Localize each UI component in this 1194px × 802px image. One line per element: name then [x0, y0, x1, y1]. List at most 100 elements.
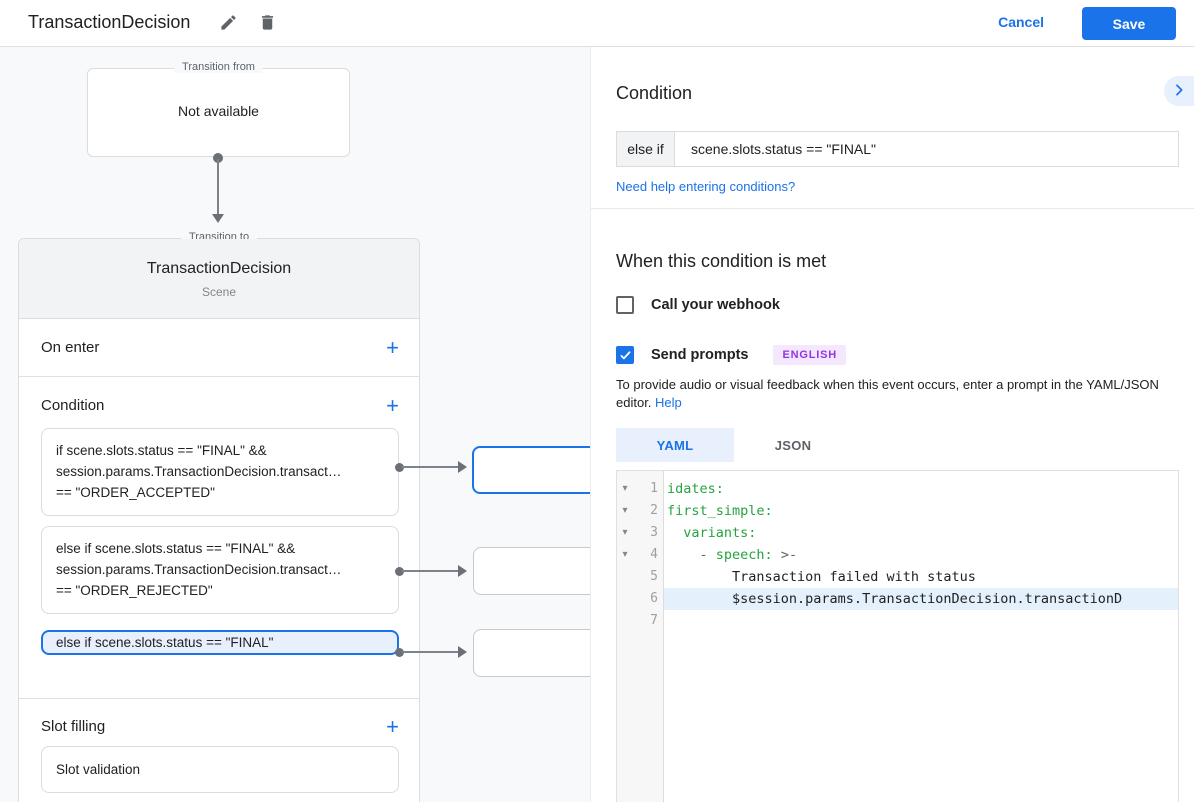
add-condition-button[interactable]: +	[386, 393, 399, 418]
call-webhook-label: Call your webhook	[651, 297, 780, 313]
code-line[interactable]: $session.params.TransactionDecision.tran…	[664, 588, 1178, 610]
checkmark-icon	[619, 349, 632, 362]
tab-yaml[interactable]: YAML	[616, 428, 734, 462]
add-slot-button[interactable]: +	[386, 714, 399, 739]
line-number: 5	[650, 569, 658, 584]
page-title: TransactionDecision	[28, 12, 191, 32]
fold-arrow-icon[interactable]: ▾	[622, 505, 628, 516]
condition-expression-input[interactable]	[675, 132, 1178, 166]
send-prompts-label: Send prompts	[651, 347, 749, 363]
transition-to-card: Transition to TransactionDecision Scene …	[18, 231, 420, 802]
condition-item-text: else if scene.slots.status == "FINAL"	[56, 635, 274, 650]
collapse-panel-button[interactable]	[1164, 76, 1194, 106]
flow-connector-dot	[213, 153, 223, 163]
condition-help-link[interactable]: Need help entering conditions?	[616, 179, 796, 194]
transition-target-box-selected[interactable]	[472, 446, 590, 494]
condition-connector	[395, 565, 467, 577]
condition-item-text: == "ORDER_ACCEPTED"	[56, 485, 215, 500]
condition-item-text: session.params.TransactionDecision.trans…	[56, 464, 342, 479]
code-segment: speech:	[715, 547, 773, 563]
condition-item[interactable]: if scene.slots.status == "FINAL" && sessi…	[41, 428, 399, 516]
prompt-description-text: To provide audio or visual feedback when…	[616, 377, 1159, 410]
line-number: 1	[650, 481, 658, 496]
fold-arrow-icon[interactable]: ▾	[622, 527, 628, 538]
condition-item-text: if scene.slots.status == "FINAL" &&	[56, 443, 267, 458]
condition-item[interactable]: else if scene.slots.status == "FINAL" &&…	[41, 526, 399, 614]
code-line[interactable]: - speech: >-	[664, 544, 1178, 566]
chevron-right-icon	[1171, 82, 1187, 101]
call-webhook-checkbox[interactable]	[616, 296, 634, 314]
save-button[interactable]: Save	[1082, 7, 1176, 40]
fold-arrow-icon[interactable]: ▾	[622, 549, 628, 560]
condition-connector	[395, 646, 467, 658]
section-divider	[19, 698, 419, 699]
language-badge: ENGLISH	[773, 345, 846, 365]
code-segment: variants:	[683, 525, 757, 541]
code-segment: >-	[772, 547, 798, 563]
flow-connector-line	[217, 159, 219, 215]
fold-spacer	[617, 566, 633, 588]
code-line[interactable]: variants:	[664, 522, 1178, 544]
delete-scene-button[interactable]	[254, 11, 280, 37]
editor-code-area[interactable]: idates: first_simple: variants: - speech:…	[664, 471, 1178, 802]
webhook-row: Call your webhook	[616, 296, 780, 314]
slot-filling-label: Slot filling	[41, 718, 106, 735]
cancel-button[interactable]: Cancel	[998, 14, 1044, 30]
yaml-code-editor[interactable]: ▾ 1 ▾ 2 ▾ 3 ▾ 4 5 6 7 idates: first_simple: variant…	[616, 470, 1179, 802]
line-number: 3	[650, 525, 658, 540]
help-link[interactable]: Help	[655, 394, 682, 410]
condition-detail-panel: Condition else if Need help entering con…	[590, 47, 1194, 802]
transition-target-box[interactable]	[473, 547, 590, 595]
line-number: 2	[650, 503, 658, 518]
editor-gutter: ▾ 1 ▾ 2 ▾ 3 ▾ 4 5 6 7	[617, 471, 664, 802]
condition-connector	[395, 461, 467, 473]
transition-from-value: Not available	[178, 103, 259, 119]
when-condition-title: When this condition is met	[616, 251, 827, 271]
flow-diagram: Transition from Not available Transition…	[0, 47, 590, 802]
code-segment: Transaction failed with status	[667, 569, 976, 585]
condition-prefix-label: else if	[617, 132, 675, 166]
code-segment: -	[699, 547, 716, 563]
condition-item-text: else if scene.slots.status == "FINAL" &&	[56, 541, 296, 556]
panel-title: Condition	[616, 83, 693, 103]
prompt-description: To provide audio or visual feedback when…	[616, 376, 1173, 411]
slot-validation-item[interactable]: Slot validation	[41, 746, 399, 793]
code-line[interactable]: idates:	[664, 478, 1178, 500]
transition-target-box[interactable]	[473, 629, 590, 677]
fold-spacer	[617, 610, 633, 632]
line-number: 4	[650, 547, 658, 562]
line-number: 7	[650, 613, 658, 628]
code-line[interactable]: Transaction failed with status	[664, 566, 1178, 588]
code-segment	[667, 547, 700, 563]
scene-name: TransactionDecision	[146, 260, 292, 277]
scene-card-header: TransactionDecision Scene	[19, 239, 419, 319]
code-line[interactable]: first_simple:	[664, 500, 1178, 522]
top-bar: TransactionDecision Cancel Save	[0, 0, 1194, 47]
code-segment: $session.params.TransactionDecision.tran…	[667, 591, 1123, 607]
fold-spacer	[617, 588, 633, 610]
condition-item-text: session.params.TransactionDecision.trans…	[56, 562, 342, 577]
trash-icon	[258, 13, 277, 35]
fold-arrow-icon[interactable]: ▾	[622, 483, 628, 494]
send-prompts-row: Send prompts ENGLISH	[616, 345, 846, 365]
code-segment: idates:	[667, 481, 724, 497]
panel-divider	[591, 208, 1194, 209]
line-number: 6	[650, 591, 658, 606]
code-segment	[667, 525, 683, 541]
transition-from-box: Transition from Not available	[87, 61, 350, 157]
code-line[interactable]	[664, 610, 1178, 632]
condition-item-selected[interactable]: else if scene.slots.status == "FINAL"	[41, 630, 399, 655]
scene-type-label: Scene	[201, 285, 237, 299]
edit-title-button[interactable]	[215, 11, 241, 37]
condition-item-text: == "ORDER_REJECTED"	[56, 583, 213, 598]
add-on-enter-button[interactable]: +	[386, 335, 399, 360]
send-prompts-checkbox[interactable]	[616, 346, 634, 364]
condition-section-label: Condition	[41, 397, 105, 414]
tab-json[interactable]: JSON	[734, 428, 852, 462]
section-divider	[19, 376, 419, 377]
on-enter-label: On enter	[41, 339, 100, 356]
condition-expression-row: else if	[616, 131, 1179, 167]
flow-connector-arrowhead	[212, 214, 224, 223]
